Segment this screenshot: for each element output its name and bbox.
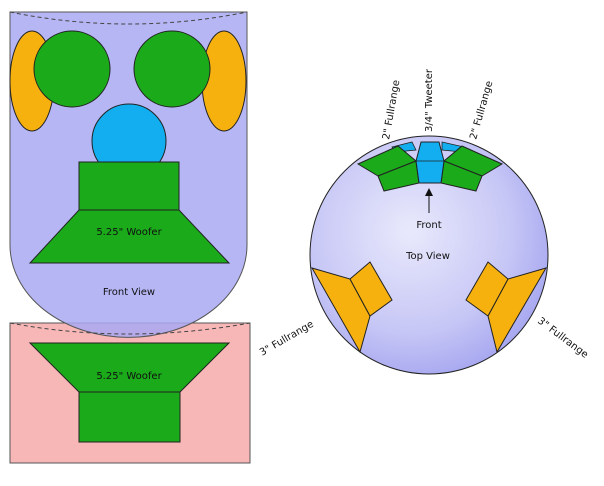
fullrange-2-right-label: 2" Fullrange (468, 80, 495, 141)
top-view-label: Top View (405, 251, 450, 262)
fullrange-driver-left (33, 30, 111, 108)
enclosure-top-edge (9, 11, 248, 25)
front-view-label: Front View (103, 287, 155, 298)
woofer-lower-magnet (78, 391, 181, 443)
side-driver-right (201, 30, 247, 132)
tweeter-label: 3/4" Tweeter (424, 68, 435, 132)
woofer-upper-cone (28, 209, 231, 264)
woofer-upper-magnet (78, 161, 180, 211)
top-fullrange-3-left-magnet (349, 261, 393, 317)
top-fullrange-3-right-magnet (465, 261, 509, 317)
fullrange-2-left-label: 2" Fullrange (381, 79, 402, 140)
woofer-upper-label: 5.25" Woofer (96, 227, 162, 238)
fullrange-3-right-label: 3" Fullrange (535, 316, 590, 361)
base-top-edge (9, 322, 251, 335)
front-label: Front (416, 220, 441, 231)
fullrange-3-left-label: 3" Fullrange (258, 319, 316, 359)
fullrange-driver-right (133, 30, 211, 108)
front-arrow-head (425, 188, 433, 196)
top-tweeter (415, 141, 445, 184)
woofer-lower-label: 5.25" Woofer (96, 371, 162, 382)
